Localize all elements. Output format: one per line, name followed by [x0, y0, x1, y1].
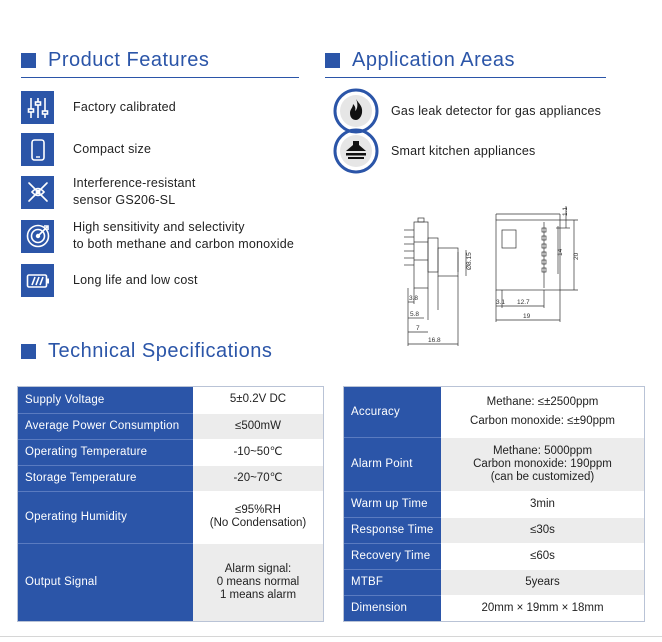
divider	[325, 77, 606, 78]
feature-text: Interference-resistant sensor GS206-SL	[73, 176, 196, 207]
feature-item: Interference-resistant sensor GS206-SL	[21, 175, 196, 209]
section-title: Technical Specifications	[48, 340, 273, 362]
bottom-divider	[0, 636, 662, 637]
range-hood-icon	[333, 128, 379, 174]
table-row: Response Time≤30s	[344, 517, 644, 544]
spec-key: Storage Temperature	[18, 465, 193, 492]
table-row: Operating Humidity≤95%RH(No Condensation…	[18, 491, 323, 544]
dim-label: 3.1	[496, 299, 505, 306]
spec-value: ≤500mW	[193, 413, 323, 440]
dim-label: 3.8	[409, 295, 418, 302]
spec-key: Recovery Time	[344, 543, 441, 570]
spec-key: Dimension	[344, 595, 441, 621]
table-row: Recovery Time≤60s	[344, 543, 644, 570]
spec-key: Average Power Consumption	[18, 413, 193, 440]
bullet-square	[325, 53, 340, 68]
spec-key: Response Time	[344, 517, 441, 544]
spec-value: 5years	[441, 569, 644, 596]
section-title: Application Areas	[352, 49, 516, 71]
battery-icon	[21, 264, 54, 297]
dim-label: 7	[416, 325, 420, 332]
dimension-drawing: 1.1 14 20 Ø8.15 3.1 12.7 19 3.8 5.8 7 16…	[404, 206, 580, 346]
dim-label: 12.7	[517, 299, 530, 306]
feature-text: Factory calibrated	[73, 100, 176, 114]
phone-icon	[21, 133, 54, 166]
spec-value: 20mm × 19mm × 18mm	[441, 595, 644, 621]
feature-text: Long life and low cost	[73, 273, 198, 287]
bullet-square	[21, 53, 36, 68]
dim-label: Ø8.15	[466, 252, 473, 270]
sliders-icon	[21, 91, 54, 124]
spec-key: Operating Temperature	[18, 439, 193, 466]
feature-item: Compact size	[21, 133, 151, 166]
spec-key: Supply Voltage	[18, 387, 193, 414]
application-item: Gas leak detector for gas appliances	[333, 88, 601, 134]
table-row: Average Power Consumption≤500mW	[18, 413, 323, 440]
spec-key: Operating Humidity	[18, 491, 193, 544]
feature-text: Compact size	[73, 142, 152, 156]
spec-value: ≤30s	[441, 517, 644, 544]
dim-label: 19	[523, 313, 531, 320]
spec-value: ≤60s	[441, 543, 644, 570]
spec-key: Warm up Time	[344, 491, 441, 518]
dim-label: 1.1	[562, 207, 569, 216]
interference-icon	[21, 175, 54, 209]
technical-specifications-header: Technical Specifications	[21, 340, 272, 363]
section-title: Product Features	[48, 49, 210, 71]
spec-key: Output Signal	[18, 543, 193, 621]
flame-icon	[333, 88, 379, 134]
spec-value: 5±0.2V DC	[193, 387, 323, 414]
feature-item: High sensitivity and selectivity to both…	[21, 219, 294, 253]
spec-value: ≤95%RH(No Condensation)	[193, 491, 323, 544]
divider	[21, 77, 299, 78]
application-item: Smart kitchen appliances	[333, 128, 535, 174]
table-row: Storage Temperature-20~70℃	[18, 465, 323, 492]
product-features-header: Product Features	[21, 49, 209, 72]
spec-value: -20~70℃	[193, 465, 323, 492]
feature-item: Long life and low cost	[21, 264, 198, 297]
spec-key: Accuracy	[344, 387, 441, 438]
dim-label: 16.8	[428, 337, 441, 344]
table-row: Operating Temperature-10~50℃	[18, 439, 323, 466]
spec-key: Alarm Point	[344, 437, 441, 492]
application-text: Gas leak detector for gas appliances	[391, 104, 602, 118]
spec-value: -10~50℃	[193, 439, 323, 466]
spec-key: MTBF	[344, 569, 441, 596]
dim-label: 14	[557, 248, 564, 256]
application-text: Smart kitchen appliances	[391, 144, 536, 158]
dim-label: 5.8	[410, 311, 419, 318]
spec-value: 3min	[441, 491, 644, 518]
feature-text: High sensitivity and selectivity to both…	[73, 220, 295, 251]
application-areas-header: Application Areas	[325, 49, 515, 72]
feature-item: Factory calibrated	[21, 91, 176, 124]
dim-label: 20	[573, 252, 580, 260]
bullet-square	[21, 344, 36, 359]
target-icon	[21, 219, 54, 253]
